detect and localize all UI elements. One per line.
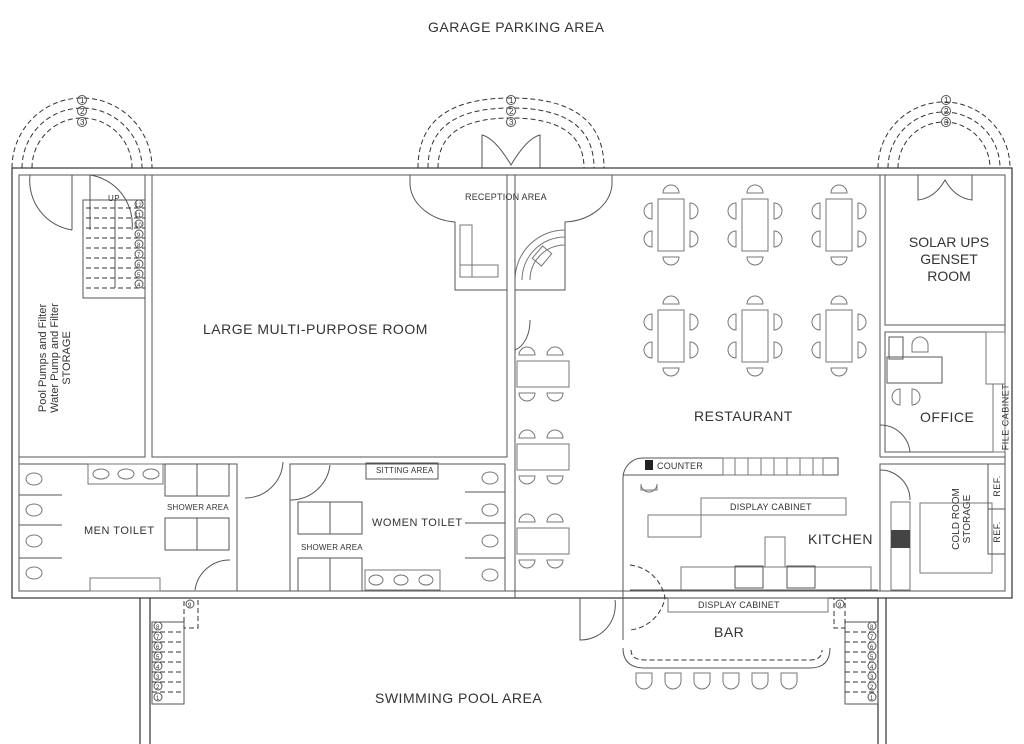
solar-label-line3: ROOM [927, 268, 971, 284]
svg-text:5: 5 [137, 273, 141, 279]
svg-text:3: 3 [156, 675, 160, 681]
svg-text:5: 5 [870, 655, 874, 661]
storage-label: Pool Pumps and Filter Water Pump and Fil… [37, 293, 73, 423]
svg-text:2: 2 [509, 107, 514, 116]
svg-text:3: 3 [870, 675, 874, 681]
svg-text:4: 4 [870, 665, 874, 671]
cold-room-label: COLD ROOM STORAGE [951, 479, 973, 559]
svg-text:1: 1 [156, 696, 160, 702]
cold-room [879, 463, 1006, 592]
svg-text:1: 1 [870, 696, 874, 702]
svg-text:4: 4 [137, 283, 141, 289]
pool-stair-right: 9 8 7 6 5 4 3 2 1 [833, 597, 879, 705]
svg-text:6: 6 [156, 645, 160, 651]
storage-label-line3: STORAGE [61, 331, 73, 385]
office-room [879, 331, 1006, 453]
swimming-pool-label: SWIMMING POOL AREA [375, 690, 543, 706]
svg-text:9: 9 [188, 603, 192, 609]
svg-text:3: 3 [944, 118, 949, 127]
step-numbers-top: 1 2 3 1 2 3 1 2 3 [77, 95, 951, 127]
booth-tables [516, 346, 570, 569]
svg-text:12: 12 [135, 203, 142, 209]
ref-1-label: REF. [991, 475, 1002, 497]
ref-2-label: REF. [991, 521, 1002, 543]
bar-stools [635, 672, 798, 690]
garage-parking-label: GARAGE PARKING AREA [428, 19, 605, 35]
svg-text:9: 9 [838, 603, 842, 609]
pool-stair-left: 9 8 7 6 5 4 3 2 1 [151, 597, 199, 705]
restaurant-area [514, 175, 1005, 598]
svg-text:6: 6 [137, 263, 141, 269]
counter-label: COUNTER [657, 461, 703, 471]
solar-room-label: SOLAR UPS GENSET ROOM [893, 234, 1005, 285]
svg-text:3: 3 [509, 118, 514, 127]
storage-room [18, 174, 146, 458]
sitting-area-label: SITTING AREA [376, 466, 434, 475]
cold-room-line1: COLD ROOM [951, 488, 962, 550]
women-shower-label: SHOWER AREA [301, 543, 363, 552]
bar-label: BAR [714, 624, 745, 640]
svg-text:8: 8 [156, 625, 160, 631]
stair-up-label: UP [108, 194, 121, 203]
svg-text:8: 8 [870, 625, 874, 631]
svg-text:7: 7 [870, 635, 874, 641]
reception-area [409, 134, 613, 351]
svg-text:9: 9 [137, 233, 141, 239]
reception-area-label: RECEPTION AREA [465, 192, 547, 202]
women-toilet-label: WOMEN TOILET [372, 517, 463, 529]
svg-text:8: 8 [137, 243, 141, 249]
solar-label-line1: SOLAR UPS [908, 234, 990, 250]
svg-text:6: 6 [870, 645, 874, 651]
men-toilet [18, 463, 238, 592]
svg-text:4: 4 [156, 665, 160, 671]
multi-purpose-room-label: LARGE MULTI-PURPOSE ROOM [203, 321, 428, 337]
multi-purpose-room [151, 174, 508, 458]
solar-room [884, 174, 1006, 326]
restaurant-tables [657, 198, 853, 363]
svg-text:2: 2 [156, 685, 160, 691]
bar-display-cabinet-label: DISPLAY CABINET [698, 600, 780, 610]
svg-text:1: 1 [509, 96, 514, 105]
svg-text:1: 1 [944, 96, 949, 105]
men-shower-label: SHOWER AREA [167, 503, 229, 512]
svg-text:5: 5 [156, 655, 160, 661]
cold-room-line2: STORAGE [962, 494, 973, 544]
women-toilet [244, 461, 506, 592]
kitchen-label: KITCHEN [808, 531, 873, 547]
storage-label-line2: Water Pump and Filter [49, 303, 61, 413]
svg-text:10: 10 [135, 223, 142, 229]
file-cabinet-label: FILE CABINET [1000, 383, 1011, 451]
entry-steps-right [877, 101, 1011, 169]
svg-text:2: 2 [944, 107, 949, 116]
storage-label-line1: Pool Pumps and Filter [37, 303, 49, 413]
solar-label-line2: GENSET [920, 251, 978, 267]
svg-text:7: 7 [137, 253, 141, 259]
svg-text:7: 7 [156, 635, 160, 641]
interior-stair: 12 11 10 9 8 7 6 5 4 [86, 199, 145, 289]
entry-steps-left [11, 97, 153, 169]
svg-text:3: 3 [80, 118, 85, 127]
kitchen-display-cabinet-label: DISPLAY CABINET [730, 502, 812, 512]
svg-text:1: 1 [80, 96, 85, 105]
office-label: OFFICE [920, 409, 975, 425]
men-toilet-label: MEN TOILET [84, 525, 155, 537]
svg-text:2: 2 [870, 685, 874, 691]
restaurant-chairs [643, 184, 867, 377]
kitchen-bar [579, 457, 878, 669]
restaurant-label: RESTAURANT [694, 408, 793, 424]
svg-text:2: 2 [80, 107, 85, 116]
svg-text:11: 11 [135, 213, 142, 219]
